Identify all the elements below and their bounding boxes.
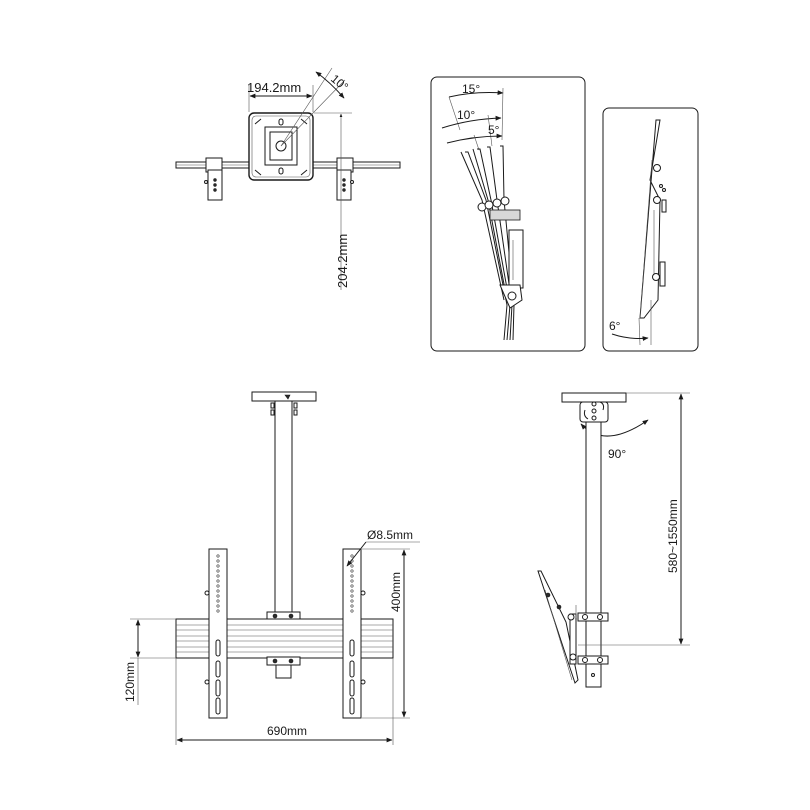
side-pole <box>585 421 602 688</box>
right-vesa-arm <box>342 548 366 719</box>
rail-height-label: 120mm <box>123 662 137 702</box>
side-view: 90° 580~1550mm <box>537 392 690 688</box>
front-pole <box>274 400 293 617</box>
swivel-angle-label: 10° <box>328 72 351 95</box>
right-clamp <box>336 157 354 201</box>
left-vesa-arm <box>204 548 228 719</box>
side-ceiling-plate <box>561 392 627 403</box>
top-width-label: 194.2mm <box>247 80 301 95</box>
side-tilt-panel: 6° <box>602 107 699 352</box>
front-ceiling-plate <box>251 391 317 402</box>
tilt-angle-10: 10° <box>457 108 475 122</box>
vesa-vertical-label: 400mm <box>389 572 403 612</box>
tilt-angle-5: 5° <box>488 123 500 137</box>
hole-diameter-label: Ø8.5mm <box>367 528 413 542</box>
tilt-angle-15: 15° <box>462 82 480 96</box>
front-view: Ø8.5mm 400mm 120mm 690mm <box>123 391 420 745</box>
height-range-label: 580~1550mm <box>666 499 680 573</box>
top-depth-label: 204.2mm <box>335 234 350 288</box>
left-clamp <box>204 157 223 201</box>
tilt-detail-panel: 15° 10° 5° <box>430 76 586 352</box>
rotation-angle-label: 90° <box>608 447 626 461</box>
top-view: 194.2mm 204.2mm 10° <box>175 67 401 290</box>
side-tilt-angle-label: 6° <box>609 319 621 333</box>
rail-width-label: 690mm <box>267 724 307 738</box>
